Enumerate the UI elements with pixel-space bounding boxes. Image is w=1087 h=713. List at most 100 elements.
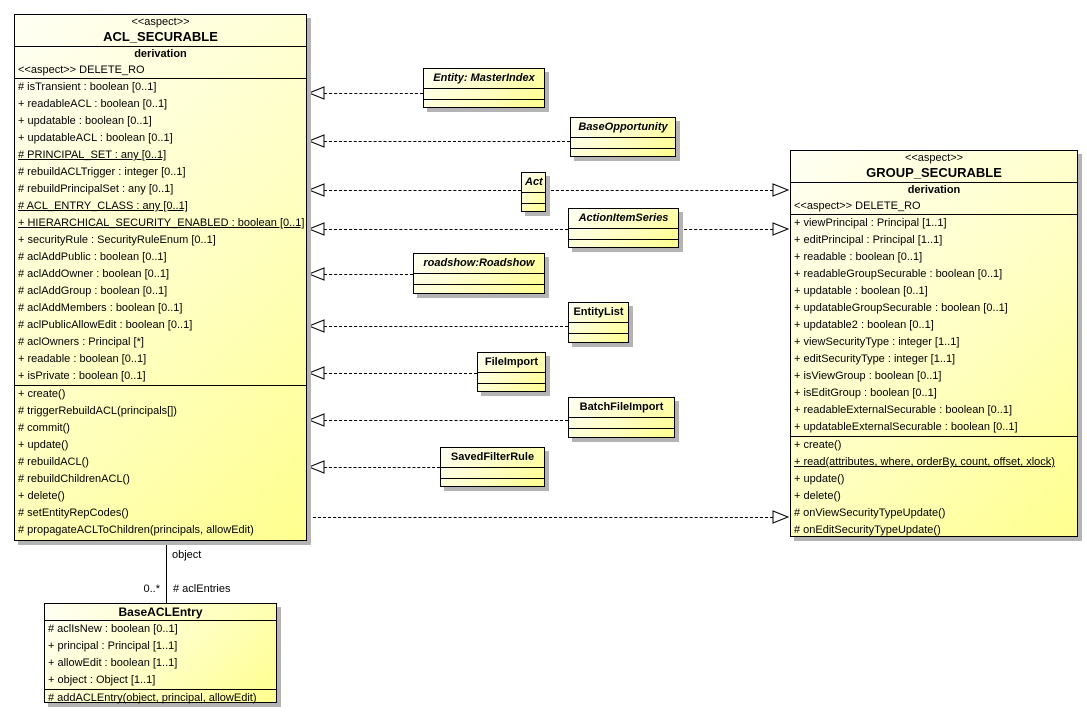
operations-compartment: # addACLEntry(object, principal, allowEd… (45, 689, 276, 707)
realization-line-actionitemseries-to-acl[interactable] (324, 229, 568, 230)
realization-arrowhead-icon (308, 413, 325, 427)
operations-compartment (569, 240, 678, 249)
attribute-row: + editSecurityType : integer [1..1] (794, 353, 956, 365)
attribute-row: + updatableGroupSecurable : boolean [0..… (794, 302, 1008, 314)
stereotype-label: <<aspect>> (131, 16, 190, 28)
operations-compartment (522, 204, 545, 213)
class-header: <<aspect>> ACL_SECURABLE (15, 15, 306, 46)
realization-arrowhead-icon (308, 222, 325, 236)
attribute-row: + allowEdit : boolean [1..1] (48, 657, 178, 669)
realization-arrowhead-icon (308, 183, 325, 197)
compartment-label: derivation (134, 48, 187, 60)
realization-arrowhead-icon (308, 86, 325, 100)
attribute-row: + updatable : boolean [0..1] (18, 115, 152, 127)
attribute-row: + object : Object [1..1] (48, 674, 156, 686)
attribute-row: # aclAddPublic : boolean [0..1] (18, 251, 167, 263)
attribute-row: + isEditGroup : boolean [0..1] (794, 387, 937, 399)
operation-row: # rebuildACL() (18, 456, 89, 468)
class-name: GROUP_SECURABLE (866, 165, 1002, 180)
class-acl-securable[interactable]: <<aspect>> ACL_SECURABLE derivation <<as… (14, 14, 307, 541)
attribute-row: # aclAddMembers : boolean [0..1] (18, 302, 183, 314)
class-fileimport[interactable]: FileImport (477, 352, 546, 392)
realization-line-entitylist-to-acl[interactable] (324, 326, 568, 327)
operation-row: # propagateACLToChildren(principals, all… (18, 524, 254, 536)
operation-row: + create() (794, 439, 842, 451)
realization-arrowhead-icon (308, 460, 325, 474)
class-roadshow[interactable]: roadshow:Roadshow (413, 253, 545, 294)
derivation-compartment: derivation <<aspect>> DELETE_RO (791, 182, 1077, 214)
realization-line-baseopportunity-to-acl[interactable] (324, 141, 570, 142)
operation-row: # onEditSecurityTypeUpdate() (794, 524, 941, 536)
attribute-row: # aclAddOwner : boolean [0..1] (18, 268, 170, 280)
realization-arrowhead-icon (772, 183, 789, 197)
attribute-row: + isViewGroup : boolean [0..1] (794, 370, 942, 382)
class-savedfilterrule[interactable]: SavedFilterRule (440, 447, 545, 487)
class-actionitemseries[interactable]: ActionItemSeries (568, 208, 679, 248)
realization-line-act-to-group[interactable] (546, 190, 773, 191)
operation-row: + update() (794, 473, 845, 485)
attribute-row: + readableGroupSecurable : boolean [0..1… (794, 268, 1003, 280)
attribute-row: # aclIsNew : boolean [0..1] (48, 623, 178, 635)
operations-compartment (569, 429, 674, 438)
operations-compartment (414, 285, 544, 294)
class-baseaclentry[interactable]: BaseACLEntry # aclIsNew : boolean [0..1]… (44, 603, 277, 704)
attribute-row: + viewSecurityType : integer [1..1] (794, 336, 960, 348)
attribute-row: + securityRule : SecurityRuleEnum [0..1] (18, 234, 216, 246)
attribute-row: # rebuildPrincipalSet : any [0..1] (18, 183, 174, 195)
class-header: <<aspect>> GROUP_SECURABLE (791, 151, 1077, 182)
class-name: EntityList (569, 303, 628, 323)
operation-row: # setEntityRepCodes() (18, 507, 129, 519)
operation-row: # addACLEntry(object, principal, allowEd… (48, 692, 257, 704)
derivation-compartment: derivation <<aspect>> DELETE_RO (15, 46, 306, 78)
attributes-compartment: # aclIsNew : boolean [0..1] + principal … (45, 620, 276, 689)
attributes-compartment (571, 138, 675, 149)
class-batchfileimport[interactable]: BatchFileImport (568, 397, 675, 438)
attribute-row: + updatableExternalSecurable : boolean [… (794, 421, 1018, 433)
realization-line-entity-masterindex-to-acl[interactable] (324, 93, 423, 94)
attribute-row: # aclOwners : Principal [*] (18, 336, 144, 348)
class-name: BatchFileImport (569, 398, 674, 418)
attribute-row: + readable : boolean [0..1] (794, 251, 923, 263)
derivation-value: <<aspect>> DELETE_RO (18, 64, 145, 76)
realization-arrowhead-icon (772, 222, 789, 236)
realization-line-roadshow-to-acl[interactable] (324, 274, 413, 275)
realization-line-acl-to-group[interactable] (308, 517, 773, 518)
realization-line-act-to-acl[interactable] (324, 190, 521, 191)
attribute-row: + updatableACL : boolean [0..1] (18, 132, 173, 144)
attributes-compartment: # isTransient : boolean [0..1] + readabl… (15, 78, 306, 385)
operations-compartment (478, 384, 545, 393)
realization-line-savedfilterrule-to-acl[interactable] (324, 467, 440, 468)
attributes-compartment (478, 373, 545, 384)
class-baseopportunity[interactable]: BaseOpportunity (570, 117, 676, 157)
operations-compartment: + create() # triggerRebuildACL(principal… (15, 385, 306, 539)
attribute-row: # aclAddGroup : boolean [0..1] (18, 285, 168, 297)
association-line-acl-to-baseaclentry[interactable] (166, 541, 167, 603)
class-name: ActionItemSeries (569, 209, 678, 229)
attributes-compartment (522, 193, 545, 204)
class-group-securable[interactable]: <<aspect>> GROUP_SECURABLE derivation <<… (790, 150, 1078, 537)
realization-arrowhead-icon (308, 319, 325, 333)
realization-line-fileimport-to-acl[interactable] (324, 373, 477, 374)
attribute-row: # rebuildACLTrigger : integer [0..1] (18, 166, 186, 178)
operation-row: + create() (18, 388, 66, 400)
realization-arrowhead-icon (772, 510, 789, 524)
class-name: BaseACLEntry (118, 605, 203, 619)
operation-row: # onViewSecurityTypeUpdate() (794, 507, 946, 519)
attributes-compartment (569, 323, 628, 334)
class-name: BaseOpportunity (571, 118, 675, 138)
attribute-row: + principal : Principal [1..1] (48, 640, 178, 652)
class-entitylist[interactable]: EntityList (568, 302, 629, 343)
attributes-compartment (569, 229, 678, 240)
realization-arrowhead-icon (308, 267, 325, 281)
operation-row: + read(attributes, where, orderBy, count… (794, 456, 1055, 468)
class-entity-masterindex[interactable]: Entity: MasterIndex (423, 68, 545, 108)
operations-compartment (441, 479, 544, 488)
operation-row: + update() (18, 439, 69, 451)
realization-line-actionitemseries-to-group[interactable] (679, 229, 773, 230)
attribute-row: + updatable2 : boolean [0..1] (794, 319, 934, 331)
attribute-row: + readableACL : boolean [0..1] (18, 98, 168, 110)
class-act[interactable]: Act (521, 172, 546, 212)
attribute-row: # isTransient : boolean [0..1] (18, 81, 157, 93)
realization-line-batchfileimport-to-acl[interactable] (324, 420, 568, 421)
